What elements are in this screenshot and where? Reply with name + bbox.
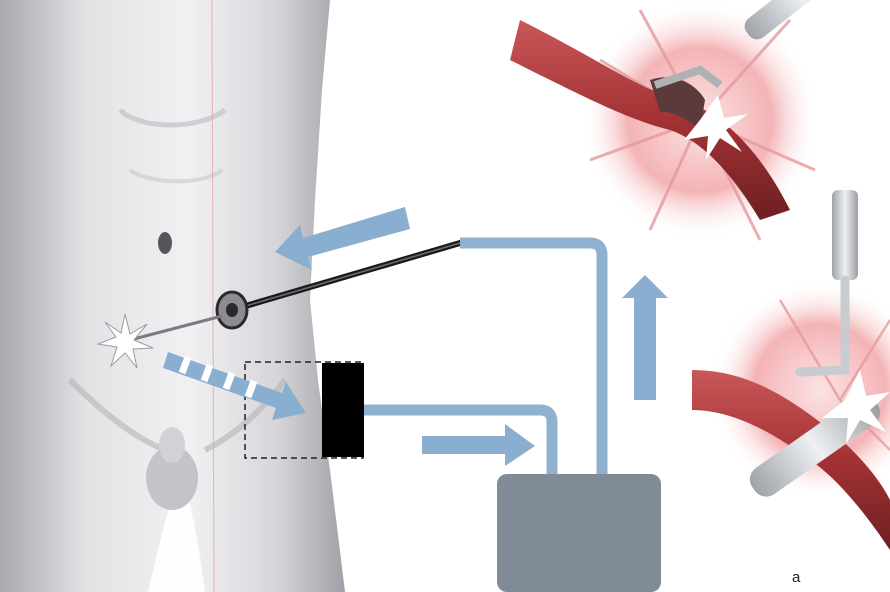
navel [158, 232, 172, 254]
return-electrode-plate [322, 363, 364, 457]
electrosurgical-generator [497, 474, 661, 592]
panel-label: a [792, 569, 801, 586]
flow-arrow-icon [622, 275, 668, 400]
patient-body [0, 0, 345, 592]
flow-arrow-icon [422, 424, 535, 466]
inset-vessel-grasp [510, 0, 858, 240]
inset-vessel-coagulation [692, 190, 890, 550]
